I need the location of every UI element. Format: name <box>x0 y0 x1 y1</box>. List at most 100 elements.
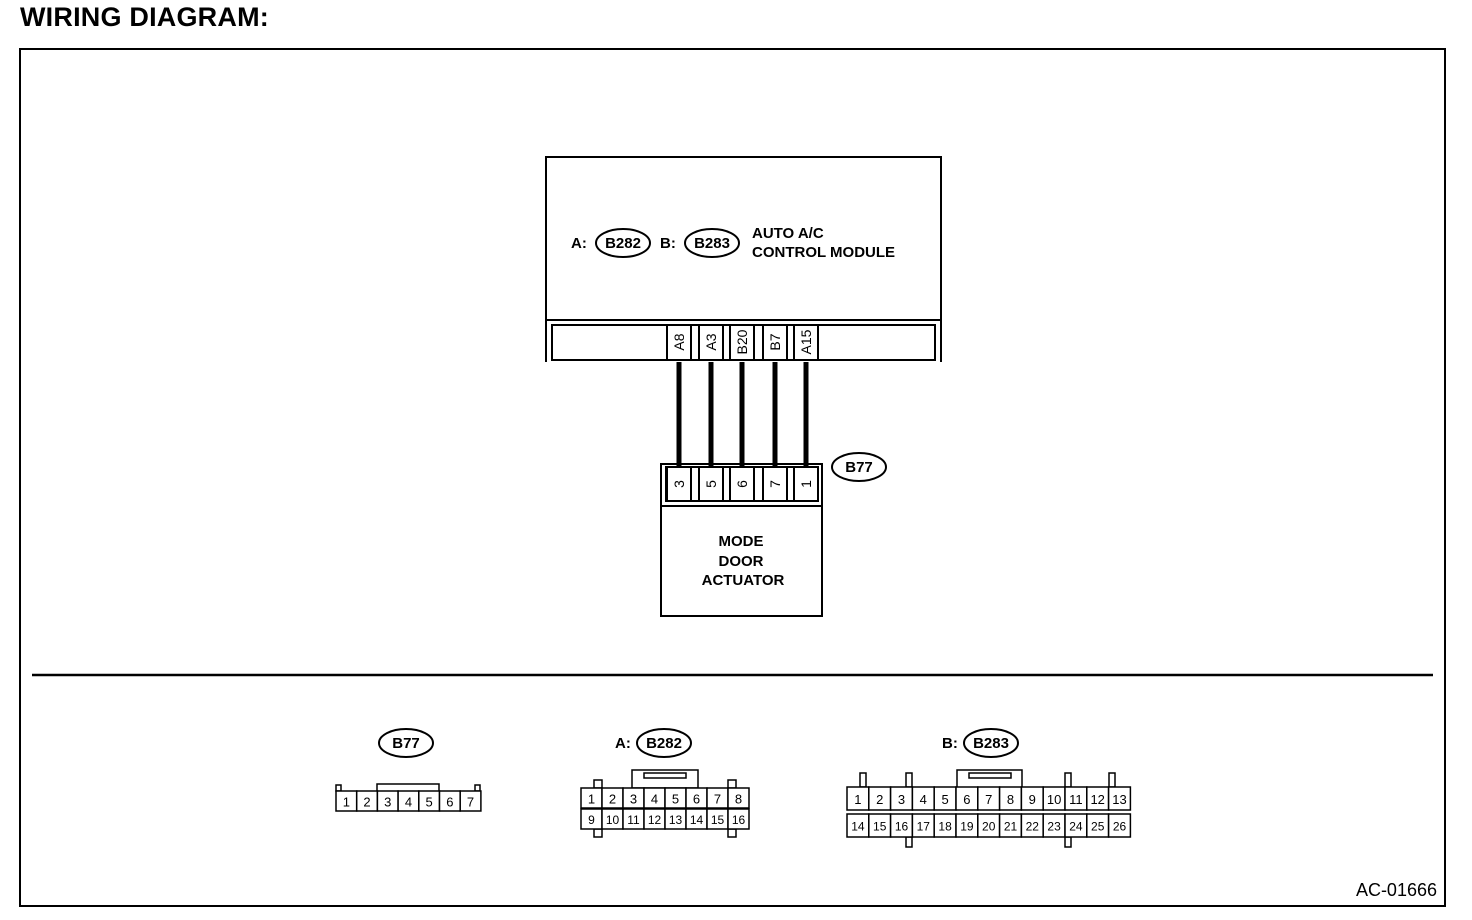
connector-view-b282-prefix: A: <box>615 735 631 752</box>
connector-pin: 9 <box>580 808 603 830</box>
connector-pin: 10 <box>1042 786 1066 811</box>
connector-pin: 16 <box>889 813 914 838</box>
connector-pin: 8 <box>727 787 750 809</box>
terminal-label: A8 <box>671 333 687 350</box>
actuator-outline <box>660 463 823 508</box>
connector-pin: 18 <box>933 813 957 838</box>
connector-pin: 11 <box>622 808 645 830</box>
control-module-name-line1: AUTO A/C <box>752 225 824 242</box>
connector-pin: 4 <box>397 790 420 812</box>
connector-pin: 4 <box>911 786 935 811</box>
connector-pin: 13 <box>1107 786 1132 811</box>
connector-pin-label: 5 <box>672 792 679 807</box>
connector-view-b283-badge <box>963 728 1019 758</box>
connector-pin-label: 9 <box>1029 792 1036 807</box>
actuator-connector-label: B77 <box>845 459 873 476</box>
connector-pin: 5 <box>418 790 441 812</box>
connector-pin-label: 8 <box>1007 792 1014 807</box>
actuator-pin-label: 6 <box>734 480 750 488</box>
connector-pin-label: 1 <box>343 795 350 810</box>
connector-pin: 14 <box>685 808 708 830</box>
connector-pin-label: 15 <box>711 813 725 827</box>
connector-pin: 7 <box>977 786 1001 811</box>
actuator-body <box>660 505 823 617</box>
terminal-b7: B7 <box>762 324 788 361</box>
control-module: A: B282 B: B283 AUTO A/C CONTROL MODULE <box>545 156 942 362</box>
connector-pin-label: 15 <box>873 820 887 834</box>
connector-pin-label: 4 <box>920 792 927 807</box>
connector-pin-label: 6 <box>693 792 700 807</box>
actuator-pin-label: 5 <box>703 480 719 488</box>
connector-pin: 25 <box>1086 813 1110 838</box>
actuator-pin: 6 <box>729 466 755 502</box>
connector-view-b77-badge <box>378 728 434 758</box>
connector-pin: 3 <box>622 787 645 809</box>
connector-pin-label: 22 <box>1026 820 1040 834</box>
wires <box>676 362 809 467</box>
connector-pin-label: 7 <box>714 792 721 807</box>
connector-pin: 4 <box>643 787 666 809</box>
actuator-pin-label: 3 <box>671 480 687 488</box>
connector-pin-label: 1 <box>854 792 861 807</box>
connector-pin-label: 16 <box>895 820 909 834</box>
connector-a-label: B282 <box>605 235 641 252</box>
terminal-label: B20 <box>734 329 750 354</box>
connector-pin-label: 10 <box>1047 792 1061 807</box>
connector-pin-label: 14 <box>851 820 865 834</box>
terminal-label: B7 <box>767 333 783 350</box>
connector-a-badge <box>595 228 651 258</box>
connector-pin-label: 2 <box>876 792 883 807</box>
connector-pin-label: 3 <box>384 795 391 810</box>
connector-pin: 13 <box>664 808 687 830</box>
connector-pin-label: 5 <box>941 792 948 807</box>
connector-pin-label: 2 <box>609 792 616 807</box>
connector-pin: 7 <box>459 790 482 812</box>
actuator-pin-label: 7 <box>767 480 783 488</box>
connector-pin-label: 5 <box>426 795 433 810</box>
connector-pin-label: 10 <box>606 813 620 827</box>
connector-pin: 15 <box>706 808 729 830</box>
connector-a-prefix: A: <box>571 235 587 252</box>
connector-pin: 14 <box>846 813 870 838</box>
terminal-a8: A8 <box>666 324 692 361</box>
connector-pin: 7 <box>706 787 729 809</box>
actuator-name-line3: ACTUATOR <box>702 572 785 589</box>
connector-pin-label: 20 <box>982 820 996 834</box>
connector-pin: 8 <box>998 786 1023 811</box>
terminal-a15: A15 <box>793 324 819 361</box>
connector-pin-label: 2 <box>363 795 370 810</box>
page-title: WIRING DIAGRAM: <box>20 2 269 32</box>
connector-pin: 5 <box>664 787 687 809</box>
figure-id: AC-01666 <box>1356 880 1437 900</box>
control-module-terminals: A8 A3 B20 B7 A15 <box>666 324 819 361</box>
connector-pin-label: 4 <box>651 792 658 807</box>
terminal-a3: A3 <box>698 324 724 361</box>
connector-b-label: B283 <box>694 235 730 252</box>
connector-b-badge <box>684 228 740 258</box>
terminal-label: A15 <box>798 329 814 354</box>
connector-pin-label: 13 <box>1112 792 1126 807</box>
connector-pin: 6 <box>438 790 461 812</box>
connector-pin-label: 4 <box>405 795 412 810</box>
connector-pin: 10 <box>601 808 624 830</box>
connector-pin: 1 <box>580 787 603 809</box>
connector-pin-label: 12 <box>1090 792 1104 807</box>
actuator-name-line2: DOOR <box>719 553 764 570</box>
connector-pin: 2 <box>868 786 892 811</box>
connector-pin: 15 <box>868 813 892 838</box>
connector-pin: 6 <box>955 786 979 811</box>
connector-view-b283-label: B283 <box>973 735 1009 752</box>
connector-pin: 24 <box>1064 813 1088 838</box>
connector-pin: 17 <box>911 813 935 838</box>
connector-pin-label: 3 <box>898 792 905 807</box>
connector-pin: 22 <box>1020 813 1044 838</box>
terminal-b20: B20 <box>729 324 755 361</box>
connector-pin: 1 <box>335 790 358 812</box>
connector-pin: 16 <box>727 808 750 830</box>
connector-pin: 9 <box>1020 786 1044 811</box>
connector-pin-label: 13 <box>669 813 683 827</box>
connector-pin: 5 <box>933 786 957 811</box>
